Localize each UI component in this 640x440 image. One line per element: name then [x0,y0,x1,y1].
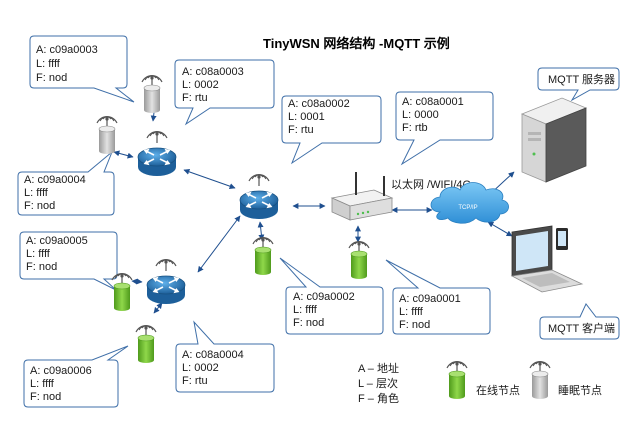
router-c08a0002 [240,175,278,219]
diagram-title: TinyWSN 网络结构 -MQTT 示例 [263,36,450,51]
legend-online-label: 在线节点 [476,383,520,397]
bubble-c09a0001-role: F: nod [399,319,430,331]
router-c08a0003 [138,132,176,176]
bubble-c09a0004-address: A: c09a0004 [24,174,86,186]
sleep-node-c09a0003 [142,76,162,113]
legend-level: L – 层次 [358,376,398,390]
bubble-c08a0001: A: c08a0001 L: 0000 F: rtb [395,91,494,166]
bubble-c08a0001-role: F: rtb [402,122,428,134]
bubble-c09a0005-role: F: nod [26,261,57,273]
bubble-c08a0004-role: F: rtu [182,375,208,387]
online-node-c09a0001 [349,242,369,279]
phone-icon [556,228,568,250]
bubble-c09a0003-level: L: ffff [36,58,61,70]
legend: A – 地址 L – 层次 F – 角色 在线节点 睡眠节点 [358,361,602,405]
server-icon [520,97,588,183]
bubble-c09a0003-address: A: c09a0003 [36,44,98,56]
legend-address: A – 地址 [358,361,399,375]
bubble-mqtt-server: MQTT 服务器 [537,67,620,102]
sleep-node-c09a0004 [97,117,117,154]
bubble-c09a0005: A: c09a0005 L: ffff F: nod [19,231,118,291]
bubble-c08a0003-role: F: rtu [182,92,208,104]
online-node-c09a0002 [253,238,273,275]
bubble-c08a0004: A: c08a0004 L: 0002 F: rtu [175,320,275,393]
router-c08a0004 [147,260,185,304]
bubble-c08a0004-level: L: 0002 [182,362,219,374]
legend-role: F – 角色 [358,391,399,405]
bubble-c09a0005-level: L: ffff [26,248,51,260]
bubble-c09a0002-level: L: ffff [293,304,318,316]
bubble-c09a0006-level: L: ffff [30,378,55,390]
mqtt-client-label: MQTT 客户端 [548,321,615,335]
bubble-c09a0006: A: c09a0006 L: ffff F: nod [23,345,129,408]
bubble-c09a0003-role: F: nod [36,72,67,84]
bubble-c08a0003-address: A: c08a0003 [182,66,244,78]
bubble-c08a0002-role: F: rtu [288,124,314,136]
bubble-c09a0006-role: F: nod [30,391,61,403]
bubble-c08a0003: A: c08a0003 L: 0002 F: rtu [174,59,275,126]
bubble-c08a0004-address: A: c08a0004 [182,349,244,361]
legend-sleep-node-icon [530,362,550,399]
bubble-c09a0002: A: c09a0002 L: ffff F: nod [279,257,384,335]
bubble-c08a0002: A: c08a0002 L: 0001 F: rtu [281,95,382,165]
bubble-c09a0002-role: F: nod [293,317,324,329]
bubble-c09a0001: A: c09a0001 L: ffff F: nod [385,259,491,335]
bubble-c09a0003: A: c09a0003 L: ffff F: nod [29,35,135,103]
cloud-label: TCP/IP [458,205,477,211]
mqtt-server-label: MQTT 服务器 [548,73,615,86]
bubble-c09a0004-role: F: nod [24,200,55,212]
bubble-c08a0002-level: L: 0001 [288,111,325,123]
bubble-c08a0001-address: A: c08a0001 [402,96,464,108]
bubble-c09a0004-level: L: ffff [24,187,49,199]
legend-sleep-label: 睡眠节点 [558,384,602,397]
online-node-c09a0006 [136,326,156,363]
bubble-mqtt-client: MQTT 客户端 [539,303,620,340]
tcpip-cloud: TCP/IP [430,182,509,224]
gateway-c08a0001 [330,172,394,221]
bubble-c08a0003-level: L: 0002 [182,79,219,91]
bubble-c09a0005-address: A: c09a0005 [26,235,88,247]
bubble-c08a0002-address: A: c08a0002 [288,98,350,110]
bubble-c09a0001-address: A: c09a0001 [399,293,461,305]
laptop-icon [510,225,584,293]
legend-online-node-icon [447,362,467,399]
bubble-c09a0001-level: L: ffff [399,306,424,318]
bubble-c09a0002-address: A: c09a0002 [293,291,355,303]
bubble-c09a0006-address: A: c09a0006 [30,365,92,377]
bubble-c09a0004: A: c09a0004 L: ffff F: nod [17,151,115,216]
bubble-c08a0001-level: L: 0000 [402,109,439,121]
